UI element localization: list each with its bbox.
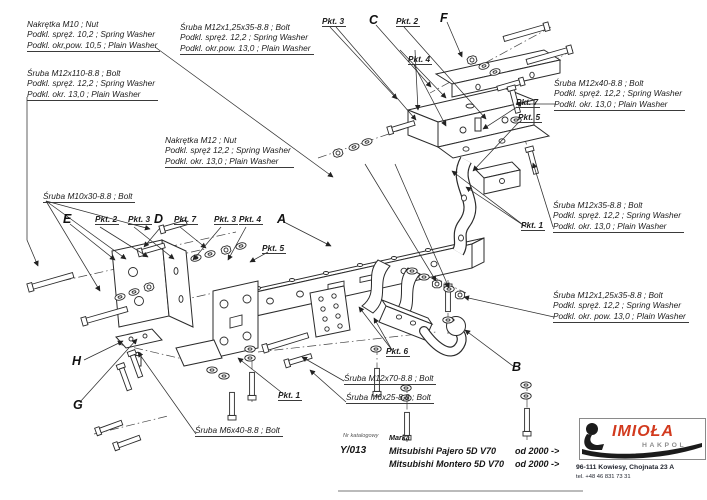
towball-assembly: [378, 298, 467, 357]
callout-bolt-m6x25: Śruba M6x25-8.8 ; Bolt: [346, 392, 434, 405]
manufacturer-phone: tel. +48 46 831 73 31: [576, 474, 631, 480]
part-letter-g: G: [73, 398, 83, 412]
callout-nut-m12: Nakrętka M12 ; Nut Podkl. spręż 12,2 ; S…: [165, 135, 294, 169]
vehicle-year-1: od 2000 ->: [515, 446, 560, 456]
beam-end-plate-left: [175, 280, 259, 367]
point-ref-pkt1-bottom: Pkt. 1: [278, 390, 303, 401]
point-ref-pkt7-right: Pkt. 7: [516, 97, 541, 108]
part-letter-a: A: [277, 212, 287, 226]
point-ref-pkt4-top: Pkt. 4: [408, 54, 433, 65]
perforated-plate: [309, 285, 351, 338]
point-ref-pkt5-right: Pkt. 5: [518, 112, 543, 123]
main-crossbar-beam: [219, 237, 485, 325]
logo-sub-text: HAKPOL: [642, 442, 687, 449]
manufacturer-logo: IMIOŁA HAKPOL: [579, 418, 706, 460]
callout-bolt-m10x30: Śruba M10x30-8.8 ; Bolt: [43, 191, 136, 204]
angle-bracket-pkt1: [475, 161, 521, 195]
side-bracket-e: [111, 239, 194, 328]
catalog-number-label: Nr katalogowy: [343, 433, 379, 439]
small-plate-h: [115, 328, 163, 349]
point-ref-pkt2-left: Pkt. 2: [95, 214, 120, 225]
brand-column-label: Marka: [389, 433, 410, 442]
point-ref-pkt4-mid: Pkt. 4: [239, 214, 264, 225]
point-ref-pkt7-left: Pkt. 7: [174, 214, 199, 225]
leader-lines: [26, 21, 556, 435]
part-letter-b: B: [512, 360, 522, 374]
manufacturer-address: 96-111 Kowiesy, Chojnata 23 A: [576, 464, 675, 471]
part-letter-e: E: [63, 212, 72, 226]
logo-name-text: IMIOŁA: [612, 423, 674, 440]
towbar-logo-graphic: [582, 423, 702, 459]
callout-bolt-m12x110: Śruba M12x110-8.8 ; Bolt Podkl. spręż. 1…: [27, 68, 159, 102]
point-ref-pkt3-mid: Pkt. 3: [214, 214, 239, 225]
point-ref-pkt6: Pkt. 6: [386, 346, 411, 357]
point-ref-pkt3-left: Pkt. 3: [128, 214, 153, 225]
point-ref-pkt2-top: Pkt. 2: [396, 16, 421, 27]
callout-bolt-m12x40: Śruba M12x40-8.8 ; Bolt Podkl. spręż. 12…: [554, 78, 686, 112]
vehicle-year-2: od 2000 ->: [515, 459, 560, 469]
part-letter-f: F: [440, 11, 448, 25]
point-ref-pkt5-mid: Pkt. 5: [262, 243, 287, 254]
callout-bolt-m12x70: Śruba M12x70-8.8 ; Bolt: [344, 373, 437, 386]
callout-bolt-m12x35: Śruba M12x35-8.8 ; Bolt Podkl. spręż. 12…: [553, 200, 685, 234]
fasteners: [26, 21, 574, 452]
catalog-number-value: Y/013: [340, 445, 367, 456]
callout-nut-m10: Nakrętka M10 ; Nut Podkl. spręż. 10,2 ; …: [27, 19, 161, 53]
part-letter-d: D: [154, 212, 164, 226]
vehicle-model-2: Mitsubishi Montero 5D V70: [389, 459, 505, 469]
callout-bolt-m6x40: Śruba M6x40-8.8 ; Bolt: [195, 425, 283, 438]
callout-bolt-m12x1-25x35-right: Śruba M12x1,25x35-8.8 ; Bolt Podkl. sprę…: [553, 290, 689, 324]
point-ref-pkt1-right: Pkt. 1: [521, 220, 546, 231]
vehicle-model-1: Mitsubishi Pajero 5D V70: [389, 446, 497, 456]
point-ref-pkt3-top: Pkt. 3: [322, 16, 347, 27]
part-letter-h: H: [72, 354, 82, 368]
s-bracket-right: [452, 156, 477, 256]
callout-bolt-m12x1-25x35-top: Śruba M12x1,25x35-8.8 ; Bolt Podkl. sprę…: [180, 22, 314, 56]
part-letter-c: C: [369, 13, 379, 27]
